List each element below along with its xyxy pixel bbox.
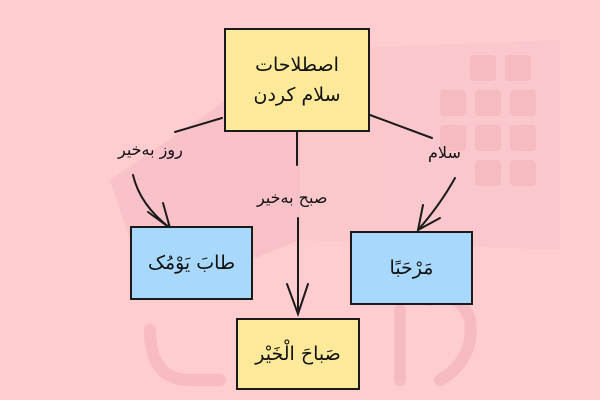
node-center-text: صَباحَ الْخَیْر [255,343,341,365]
node-right-text: مَرْحَبًا [389,257,434,279]
edge-line-left [174,117,223,133]
arrowhead-center [286,283,309,318]
edge-line-right [369,114,433,139]
edge-label-right: سلام [428,143,461,162]
edge-label-center: صبح بەخیر [257,188,328,207]
node-right: مَرْحَبًا [350,231,473,305]
root-node: اصطلاحات سلام کردن [224,28,370,132]
edge-label-left: روز بەخیر [118,140,183,159]
node-left: طابَ یَوْمُک [130,226,253,300]
node-center: صَباحَ الْخَیْر [236,318,360,390]
root-node-line-1: اصطلاحات [255,53,339,76]
arrowhead-right [416,204,441,232]
edge-arrow-right [417,177,456,231]
edge-arrow-left [132,174,171,229]
root-node-line-2: سلام کردن [253,84,341,106]
node-left-text: طابَ یَوْمُک [147,252,236,274]
